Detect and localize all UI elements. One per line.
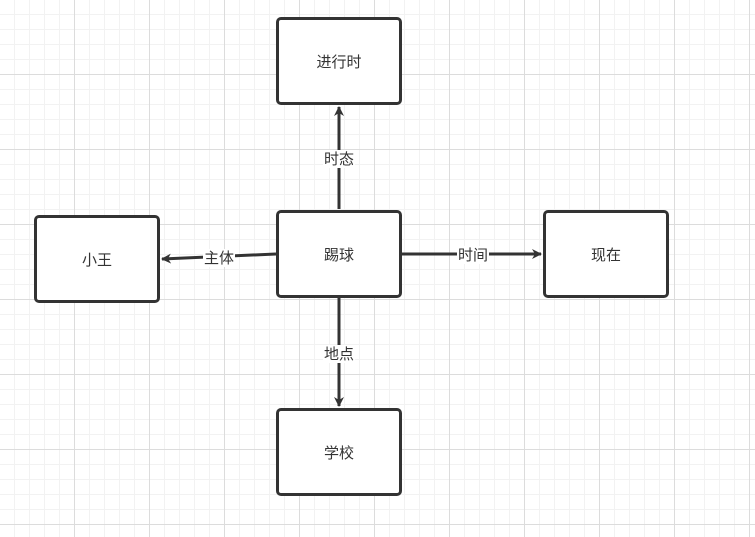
node-left-label: 小王: [81, 250, 112, 269]
node-top[interactable]: 进行时: [276, 17, 402, 105]
node-left[interactable]: 小王: [34, 215, 160, 303]
edge-label-to-right: 时间: [456, 246, 490, 264]
node-bottom[interactable]: 学校: [276, 408, 402, 496]
node-top-label: 进行时: [316, 52, 362, 71]
edge-label-to-bottom: 地点: [322, 345, 356, 363]
node-right-label: 现在: [590, 245, 621, 264]
edge-label-to-top: 时态: [322, 150, 356, 168]
node-center-label: 踢球: [323, 245, 354, 264]
edge-label-to-left: 主体: [202, 249, 236, 267]
node-center[interactable]: 踢球: [276, 210, 402, 298]
node-right[interactable]: 现在: [543, 210, 669, 298]
node-bottom-label: 学校: [323, 443, 354, 462]
